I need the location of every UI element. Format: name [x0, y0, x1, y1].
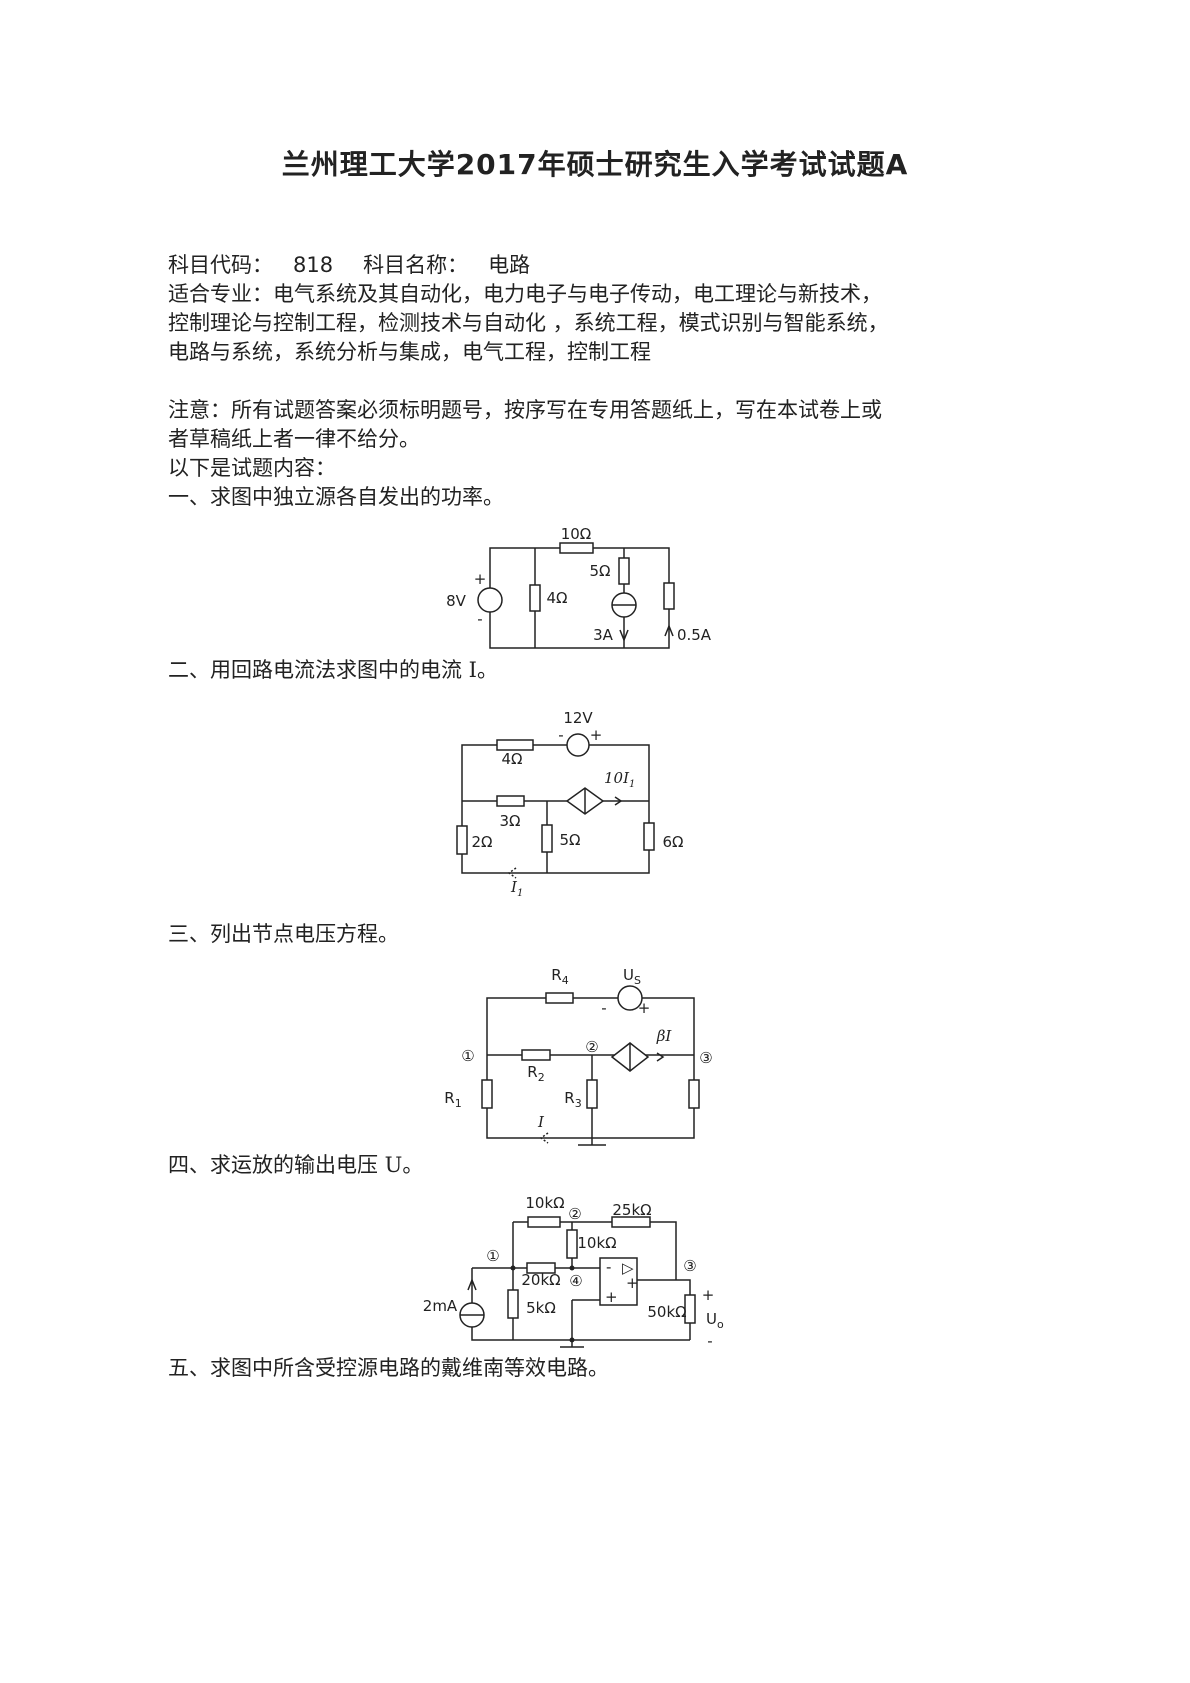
resistor-2ohm [456, 825, 468, 855]
majors-line: 电路与系统，系统分析与集成，电气工程，控制工程 [168, 340, 651, 364]
label-r4: R4 [551, 966, 568, 987]
label-2ma: 2mA [423, 1297, 458, 1315]
label-r3: R3 [564, 1089, 581, 1110]
question-1: 一、求图中独立源各自发出的功率。 [168, 485, 504, 509]
label-4ohm: 4Ω [501, 750, 522, 768]
question-4: 四、求运放的输出电压 U。 [168, 1153, 424, 1177]
resistor-4ohm [529, 584, 541, 612]
resistor-3ohm [496, 795, 525, 807]
label-10k-top: 10kΩ [525, 1194, 564, 1212]
plus-sign: + [702, 1286, 715, 1304]
circuit-4: ▷ - + + 10kΩ ② 25kΩ 10kΩ ① 20kΩ ④ ③ 2mA … [423, 1194, 724, 1350]
minus-sign: - [707, 1332, 712, 1350]
question-3: 三、列出节点电压方程。 [168, 922, 399, 946]
node-2: ② [568, 1205, 581, 1223]
current-arrow-icon [507, 867, 517, 879]
arrow-up-icon [664, 623, 674, 637]
minus-sign: - [558, 726, 563, 744]
label-50k: 50kΩ [647, 1303, 686, 1321]
notice-line: 注意：所有试题答案必须标明题号，按序写在专用答题纸上，写在本试卷上或 [168, 398, 882, 422]
label-2ohm: 2Ω [471, 833, 492, 851]
subject-line: 科目代码： 818 科目名称： 电路 [168, 251, 530, 280]
minus-sign: - [601, 999, 606, 1017]
op-amp-triangle-icon: ▷ [622, 1259, 634, 1277]
node-3: ③ [699, 1049, 712, 1067]
minus-sign: - [477, 610, 482, 628]
subject-name: 电路 [488, 253, 531, 277]
resistor-20k [526, 1262, 556, 1274]
plus-sign: + [638, 999, 651, 1017]
label-us: US [623, 966, 641, 987]
op-amp-minus: - [606, 1258, 611, 1276]
circuit-2: 12V - + 4Ω 3Ω 10I1 2Ω 5Ω 6Ω I1 [456, 709, 684, 899]
node-3: ③ [683, 1257, 696, 1275]
majors-line: 适合专业：电气系统及其自动化，电力电子与电子传动，电工理论与新技术， [168, 282, 882, 306]
resistor-4ohm [496, 739, 534, 751]
label-10i1: 10I1 [604, 769, 635, 790]
arrow-up-icon [467, 1277, 477, 1291]
plus-sign: + [590, 726, 603, 744]
resistor-r3 [586, 1079, 598, 1109]
label-i: I [537, 1113, 545, 1131]
op-amp-plus: + [605, 1288, 618, 1306]
resistor-r4 [545, 992, 574, 1004]
voltage-source-12v [566, 733, 590, 757]
label-20k: 20kΩ [521, 1271, 560, 1289]
current-arrow-icon [539, 1132, 549, 1144]
label-10ohm: 10Ω [561, 525, 592, 543]
plus-sign: + [474, 570, 487, 588]
label-uo: Uo [706, 1310, 724, 1331]
resistor-10k-vertical [566, 1229, 578, 1259]
voltage-source-8v [477, 587, 503, 613]
resistor-25k [611, 1216, 651, 1228]
label-r2: R2 [527, 1063, 544, 1084]
label-05a: 0.5A [677, 626, 712, 644]
node-4: ④ [569, 1272, 582, 1290]
label-beta-i: βI [656, 1027, 673, 1045]
label-i1: I1 [510, 878, 523, 899]
label-4ohm: 4Ω [546, 589, 567, 607]
node-1: ① [461, 1047, 474, 1065]
resistor-r1 [481, 1079, 493, 1109]
op-amp [599, 1257, 638, 1306]
label-6ohm: 6Ω [662, 833, 683, 851]
question-5: 五、求图中所含受控源电路的戴维南等效电路。 [168, 1356, 609, 1380]
resistor-5ohm [541, 824, 553, 853]
label-8v: 8V [446, 592, 467, 610]
label-12v: 12V [563, 709, 593, 727]
label-3a: 3A [593, 626, 614, 644]
subject-name-label: 科目名称： [363, 253, 469, 277]
arrow-down-icon [619, 629, 629, 643]
majors-line: 控制理论与控制工程，检测技术与自动化 ，系统工程，模式识别与智能系统， [168, 311, 889, 335]
node-1: ① [486, 1247, 499, 1265]
resistor-r2 [521, 1049, 551, 1061]
intro-text: 以下是试题内容： [168, 456, 336, 480]
resistor-5ohm [618, 557, 630, 585]
resistor-50k [684, 1294, 696, 1324]
circuit-3: R4 US - + ① ② ③ R2 R1 R3 βI I [444, 966, 713, 1146]
node-2: ② [585, 1038, 598, 1056]
label-5ohm: 5Ω [589, 562, 610, 580]
notice-line: 者草稿纸上者一律不给分。 [168, 427, 420, 451]
resistor-right [688, 1079, 700, 1109]
label-3ohm: 3Ω [499, 812, 520, 830]
label-25k: 25kΩ [612, 1201, 651, 1219]
op-amp-output-plus: + [626, 1274, 639, 1292]
label-10k-vertical: 10kΩ [577, 1234, 616, 1252]
label-r1: R1 [444, 1089, 461, 1110]
resistor-6ohm [643, 822, 655, 851]
resistor-10ohm [559, 542, 594, 554]
circuit-1: 10Ω 5Ω 8V 4Ω 3A 0.5A + - [446, 525, 712, 649]
exam-title: 兰州理工大学2017年硕士研究生入学考试试题A [281, 148, 909, 181]
resistor-5k [507, 1289, 519, 1319]
resistor-right [663, 582, 675, 610]
subject-code: 818 [293, 253, 334, 277]
question-2: 二、用回路电流法求图中的电流 I。 [168, 658, 498, 682]
label-5k: 5kΩ [526, 1299, 556, 1317]
subject-code-label: 科目代码： [168, 253, 273, 277]
label-5ohm: 5Ω [559, 831, 580, 849]
voltage-source-us [617, 985, 643, 1011]
resistor-10k-top [527, 1216, 561, 1228]
